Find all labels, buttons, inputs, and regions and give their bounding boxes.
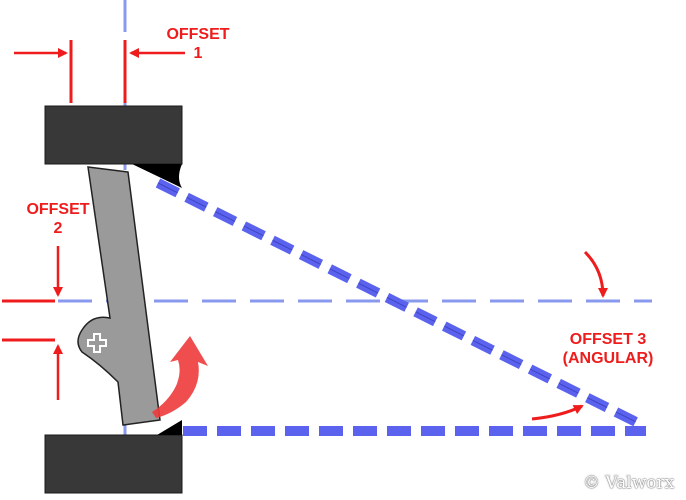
offset1-label-line1: OFFSET xyxy=(166,26,230,43)
rotation-arrow xyxy=(152,336,208,418)
watermark: © Valworx xyxy=(583,473,675,493)
offset1-label: OFFSET 1 xyxy=(158,25,238,63)
bottom-flange xyxy=(44,434,183,494)
offset3-label: OFFSET 3 (ANGULAR) xyxy=(553,330,663,368)
screw-plus-icon xyxy=(87,333,107,353)
offset2-label-line1: OFFSET xyxy=(26,201,90,218)
angular-dashed-outline xyxy=(157,182,641,425)
offset3-label-line1: OFFSET 3 xyxy=(569,331,647,348)
offset1-label-line2: 1 xyxy=(193,45,203,62)
angle-arrow-lower xyxy=(531,404,584,421)
top-wedge xyxy=(132,164,182,188)
offset3-label-line2: (ANGULAR) xyxy=(562,350,654,367)
offset2-label-line2: 2 xyxy=(53,220,63,237)
angle-arrow-upper xyxy=(583,250,608,298)
offset-gasket xyxy=(77,166,161,426)
offset2-label: OFFSET 2 xyxy=(18,200,98,238)
top-flange xyxy=(44,105,183,165)
bottom-wedge xyxy=(157,420,182,435)
